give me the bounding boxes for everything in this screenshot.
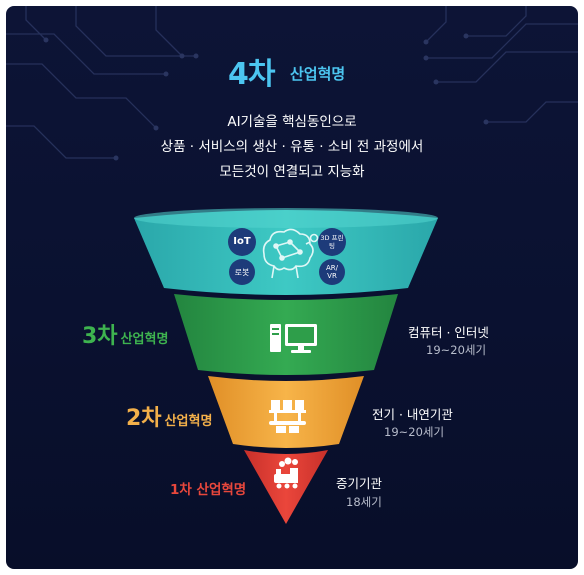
label-2nd-text: 산업혁명 [164, 414, 213, 429]
description-line-1: AI기술을 핵심동인으로 [227, 114, 357, 130]
tech-2nd-revolution: 전기 · 내연기관 [372, 407, 453, 422]
era-1st-revolution: 18세기 [346, 495, 382, 509]
tier-4th-revolution [134, 208, 438, 295]
computer-icon [270, 324, 317, 353]
factory-conveyor-icon [269, 400, 306, 433]
label-2nd-number: 2차 [126, 406, 162, 431]
tech-1st-revolution: 증기기관 [336, 476, 383, 491]
ai-brain-icon [262, 228, 319, 279]
revolution-funnel [134, 208, 438, 524]
era-2nd-revolution: 19~20세기 [384, 425, 445, 439]
tech-3rd-revolution: 컴퓨터 · 인터넷 [408, 325, 489, 340]
3d-printing-badge-label: 3D 프린팅 [320, 234, 344, 250]
title-4th-revolution-number: 4차 [228, 57, 275, 92]
description-line-3: 모든것이 연결되고 지능화 [219, 164, 365, 180]
label-1st-revolution: 1차 산업혁명 [170, 478, 246, 498]
title-4th-revolution-label: 산업혁명 [290, 65, 346, 83]
infographic-panel: 4차 산업혁명 AI기술을 핵심동인으로 상품 · 서비스의 생산 · 유통 ·… [6, 6, 578, 569]
description-line-2: 상품 · 서비스의 생산 · 유통 · 소비 전 과정에서 [160, 139, 424, 155]
label-3rd-text: 산업혁명 [120, 332, 169, 347]
iot-badge-label: IoT [233, 236, 251, 247]
robot-badge-label: 로봇 [234, 268, 250, 277]
robot-badge [229, 259, 255, 285]
steam-train-icon [274, 457, 298, 489]
label-1st-text: 산업혁명 [196, 482, 247, 498]
iot-badge [228, 228, 256, 256]
ar-vr-badge [319, 259, 345, 285]
3d-printing-badge [318, 228, 346, 256]
era-3rd-revolution: 19~20세기 [426, 343, 487, 357]
label-1st-number: 1차 [170, 482, 192, 498]
ar-vr-badge-label: AR/ VR [325, 264, 338, 280]
label-3rd-number: 3차 [82, 324, 118, 349]
circuit-lines-decoration [6, 6, 578, 161]
